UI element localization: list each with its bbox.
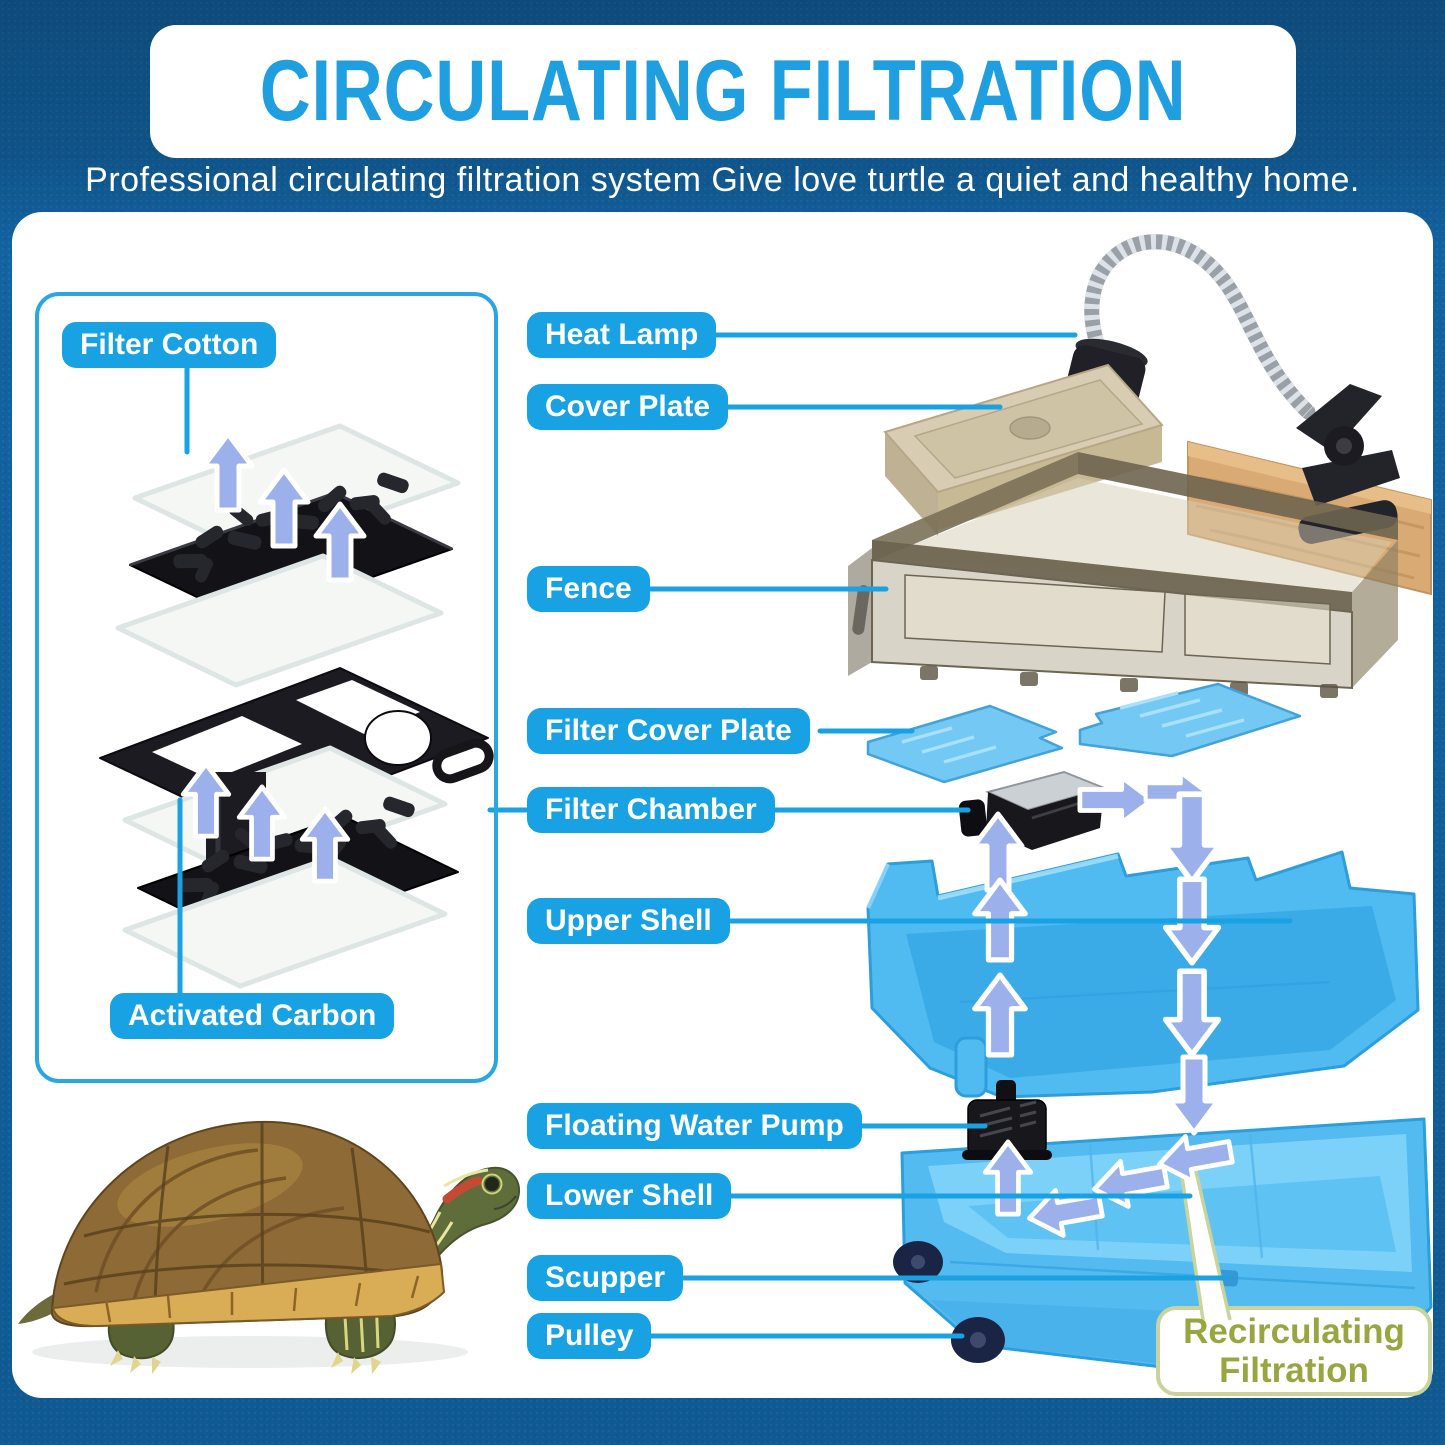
clamp-icon (1296, 384, 1382, 452)
label-filter-chamber: Filter Chamber (527, 787, 775, 833)
page-subtitle: Professional circulating filtration syst… (85, 161, 1360, 199)
recirculating-callout (1156, 1164, 1432, 1396)
filter-cover-plates-illustration (866, 682, 1302, 784)
callout-line2: Filtration (1219, 1351, 1369, 1390)
label-filter-cotton: Filter Cotton (62, 322, 277, 368)
leader-lines (177, 332, 1293, 1339)
recirculating-filtration-text: Recirculating Filtration (1158, 1308, 1430, 1394)
upper-shell-illustration (866, 850, 1420, 1099)
turtle-photo (18, 1120, 521, 1374)
label-scupper: Scupper (527, 1255, 684, 1301)
label-upper-shell: Upper Shell (527, 898, 730, 944)
fence-illustration (848, 452, 1398, 698)
label-filter-cover-plate: Filter Cover Plate (527, 708, 810, 754)
label-activated-carbon: Activated Carbon (110, 993, 395, 1039)
label-heat-lamp: Heat Lamp (527, 312, 717, 358)
page-title: CIRCULATING FILTRATION (259, 43, 1187, 139)
label-cover-plate: Cover Plate (527, 384, 729, 430)
label-pulley: Pulley (527, 1313, 652, 1359)
title-card: CIRCULATING FILTRATION (150, 25, 1296, 158)
red-ear-stripe (442, 1176, 483, 1204)
label-fence: Fence (527, 566, 650, 612)
label-floating-water-pump: Floating Water Pump (527, 1103, 862, 1149)
callout-line1: Recirculating (1183, 1311, 1405, 1351)
label-lower-shell: Lower Shell (527, 1173, 732, 1219)
filter-detail-box (35, 292, 498, 1083)
